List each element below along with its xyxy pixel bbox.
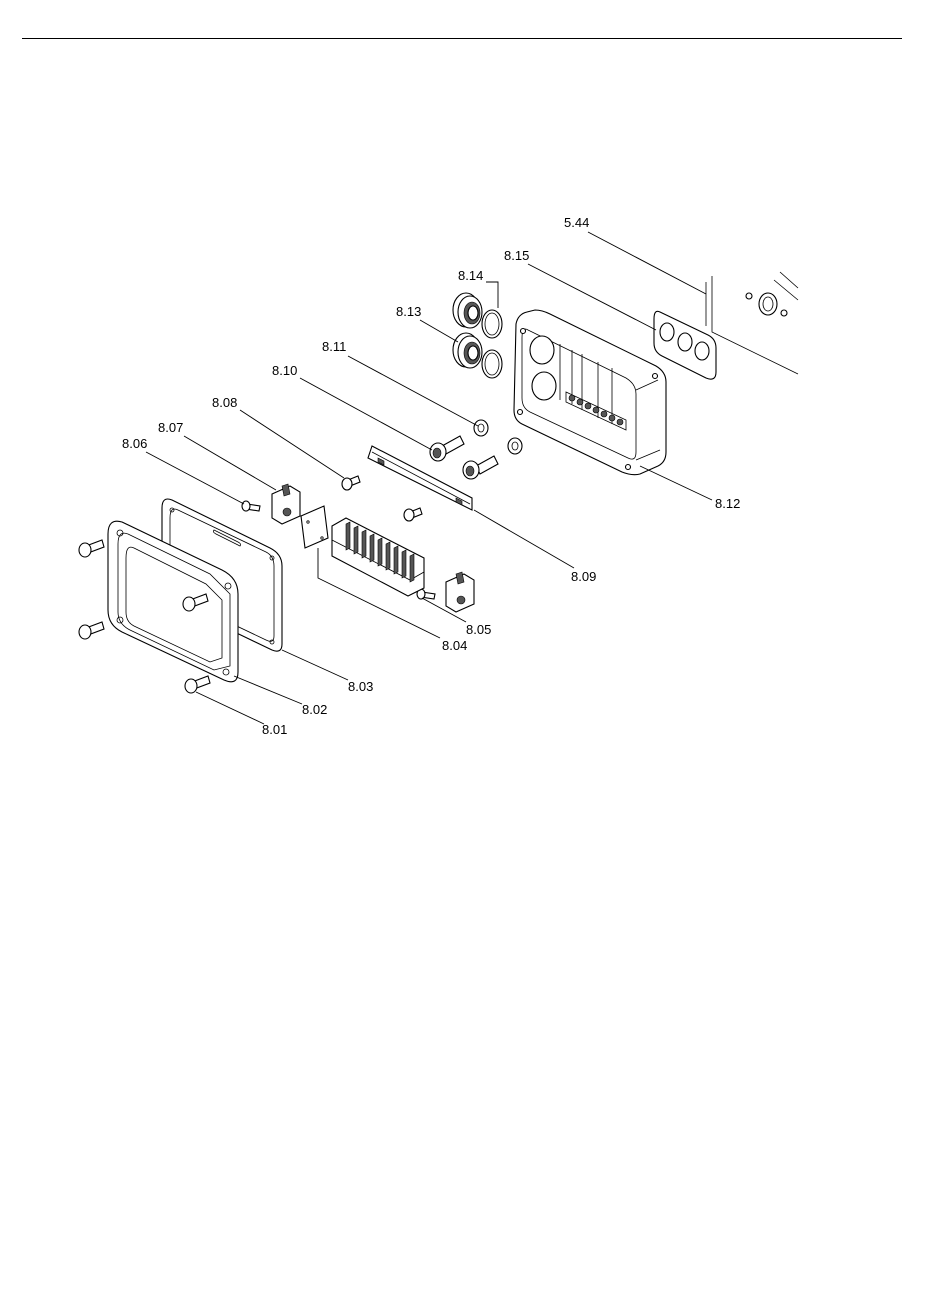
callout-8-13: 8.13 [396,304,421,319]
part-din-rail [368,446,472,510]
part-cable-glands [453,293,482,368]
callout-8-14: 8.14 [458,268,483,283]
part-enclosure-box [514,310,666,475]
callout-8-05: 8.05 [466,622,491,637]
part-wall-panel [706,272,798,374]
callout-8-11: 8.11 [322,339,346,354]
callout-8-12: 8.12 [715,496,740,511]
part-washers [474,420,522,454]
callout-8-03: 8.03 [348,679,373,694]
part-terminal-blocks [332,518,424,596]
callout-8-10: 8.10 [272,363,297,378]
part-small-screws [342,476,422,521]
callout-8-06: 8.06 [122,436,147,451]
callout-8-04: 8.04 [442,638,467,653]
part-gasket-plate [654,311,716,379]
callout-8-09: 8.09 [571,569,596,584]
callout-8-08: 8.08 [212,395,237,410]
part-o-rings [482,310,502,378]
callout-8-15: 8.15 [504,248,529,263]
part-marker-plate [301,506,328,548]
callout-8-07: 8.07 [158,420,183,435]
part-socket-screws [430,436,498,479]
callout-5-44: 5.44 [564,215,589,230]
callout-8-01: 8.01 [262,722,287,737]
callout-8-02: 8.02 [302,702,327,717]
